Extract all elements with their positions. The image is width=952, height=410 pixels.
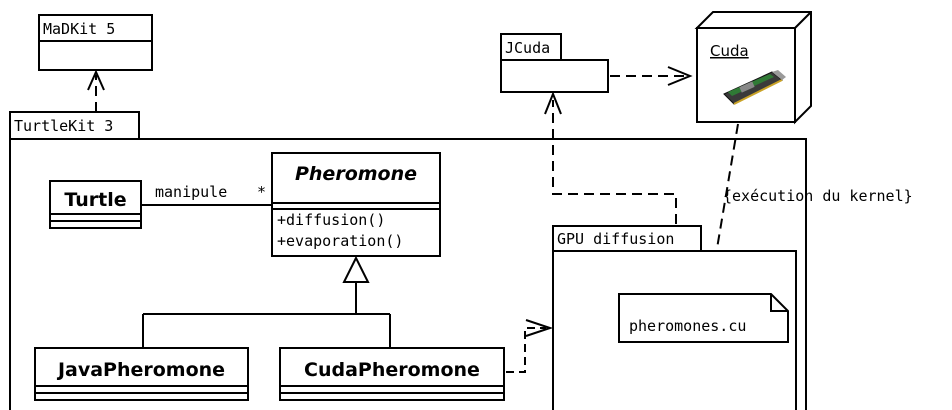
generalization-pheromone (142, 255, 391, 348)
class-java-pheromone: JavaPheromone (34, 347, 249, 401)
package-turtlekit-label: TurtleKit 3 (14, 117, 113, 135)
association-manipule-label: manipule (155, 183, 227, 201)
class-cuda-pheromone: CudaPheromone (279, 347, 505, 401)
association-multiplicity: * (257, 183, 266, 201)
class-cuda-pheromone-name: CudaPheromone (304, 359, 480, 381)
note-kernel-execution: {exécution du kernel} (723, 187, 913, 205)
class-pheromone: Pheromone +diffusion() +evaporation() (271, 152, 441, 257)
dependency-turtlekit-madkit (87, 69, 105, 112)
association-manipule: manipule * (141, 183, 272, 206)
package-jcuda-label: JCuda (505, 39, 550, 57)
dependency-cudapheromone-gpu (506, 319, 554, 373)
node-cuda-label: Cuda (710, 42, 749, 60)
package-madkit: MaDKit 5 (38, 14, 153, 71)
artifact-pheromones-cu-label: pheromones.cu (629, 317, 746, 335)
graphics-card-icon (723, 70, 786, 105)
package-jcuda: JCuda (500, 33, 609, 93)
class-pheromone-name: Pheromone (295, 163, 417, 185)
class-turtle: Turtle (49, 180, 142, 229)
class-turtle-name: Turtle (64, 189, 126, 211)
artifact-pheromones-cu: pheromones.cu (618, 293, 789, 343)
method-diffusion: +diffusion() (277, 211, 385, 229)
dependency-jcuda-cuda (610, 66, 693, 86)
method-evaporation: +evaporation() (277, 232, 403, 250)
package-madkit-label: MaDKit 5 (43, 20, 115, 38)
package-gpu-diffusion: GPU diffusion (552, 225, 797, 410)
dependency-gpu-jcuda (544, 91, 677, 224)
node-cuda: Cuda (694, 11, 812, 125)
class-java-pheromone-name: JavaPheromone (56, 359, 225, 381)
package-gpu-diffusion-label: GPU diffusion (557, 230, 674, 248)
